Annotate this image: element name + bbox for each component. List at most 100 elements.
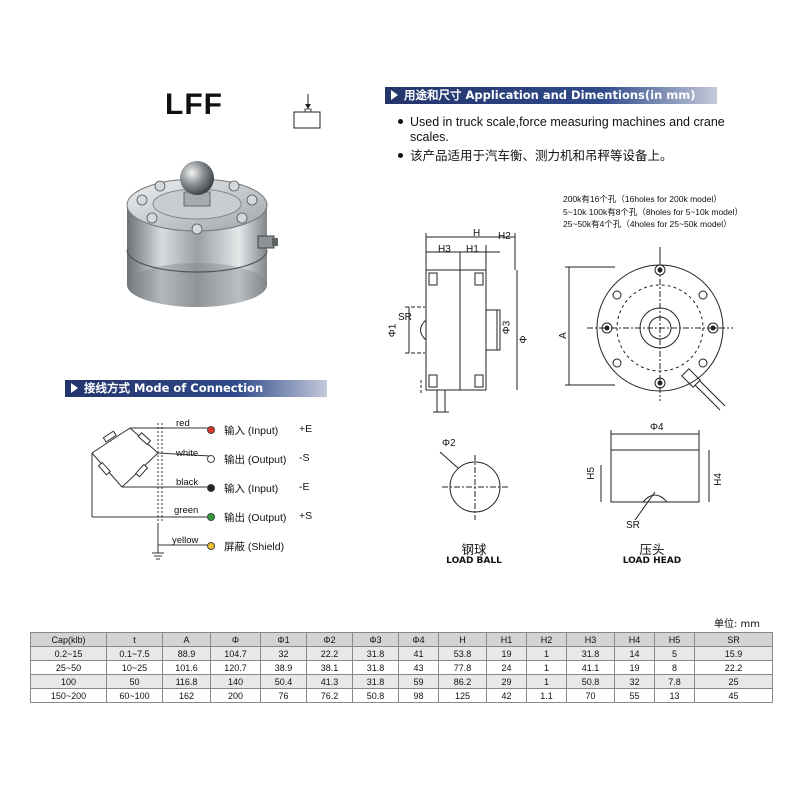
- connection-signal-neg-e: -E: [299, 481, 310, 493]
- dim-phi3: Φ3: [501, 320, 513, 335]
- col-header-h4: H4: [614, 632, 655, 647]
- bullet-icon: [398, 119, 403, 124]
- table-cell: 50: [106, 674, 163, 689]
- load-ball-caption-en: LOAD BALL: [446, 556, 502, 566]
- pin-black-icon: [207, 484, 215, 492]
- connection-signal-pos-s: +S: [299, 510, 313, 522]
- table-cell: 77.8: [438, 660, 487, 675]
- table-cell: 162: [162, 688, 211, 703]
- table-cell: 8: [654, 660, 695, 675]
- table-cell: 76.2: [306, 688, 353, 703]
- pin-white-icon: [207, 455, 215, 463]
- dim-h3: H3: [438, 244, 451, 255]
- table-cell: 43: [398, 660, 439, 675]
- connection-signal-neg-s: -S: [299, 452, 310, 464]
- table-cell: 59: [398, 674, 439, 689]
- load-head-caption-en: LOAD HEAD: [622, 556, 682, 566]
- table-cell: 0.1~7.5: [106, 646, 163, 661]
- col-header-cap: Cap(klb): [30, 632, 107, 647]
- col-header-t: t: [106, 632, 163, 647]
- connection-label-input-pos: 输入 (Input): [224, 425, 279, 437]
- dim-h4: H4: [712, 473, 724, 486]
- col-header-phi2: Φ2: [306, 632, 353, 647]
- col-header-phi4: Φ4: [398, 632, 439, 647]
- table-cell: 53.8: [438, 646, 487, 661]
- hole-note-200k: 200k有16个孔（16holes for 200k model）: [563, 194, 722, 204]
- application-section-header: 用途和尺寸 Application and Dimentions(in mm): [385, 87, 717, 104]
- table-cell: 100: [30, 674, 107, 689]
- table-cell: 41.3: [306, 674, 353, 689]
- hole-note-25-50k: 25~50k有4个孔（4holes for 25~50k model）: [563, 219, 732, 229]
- wire-color-white: white: [176, 448, 199, 459]
- application-item-cn: 该产品适用于汽车衡、测力机和吊秤等设备上。: [398, 149, 673, 164]
- table-cell: 60~100: [106, 688, 163, 703]
- table-cell: 31.8: [352, 646, 399, 661]
- connection-signal-pos-e: +E: [299, 423, 313, 435]
- table-cell: 1.1: [526, 688, 567, 703]
- dim-phi4: Φ4: [650, 422, 664, 433]
- table-cell: 41: [398, 646, 439, 661]
- wire-color-black: black: [176, 477, 199, 488]
- dim-phi2: Φ2: [442, 438, 456, 449]
- col-header-h1: H1: [486, 632, 527, 647]
- table-cell: 55: [614, 688, 655, 703]
- dim-phi: Φ: [518, 335, 530, 344]
- application-item-en-cont: scales.: [410, 130, 449, 144]
- table-cell: 10~25: [106, 660, 163, 675]
- wire-color-green: green: [174, 505, 199, 516]
- load-ball-drawing: [439, 451, 508, 520]
- table-cell: 101.6: [162, 660, 211, 675]
- application-section-title: 用途和尺寸 Application and Dimentions(in mm): [404, 88, 696, 102]
- bullet-icon: [398, 153, 403, 158]
- table-cell: 38.9: [260, 660, 307, 675]
- table-cell: 22.2: [306, 646, 353, 661]
- table-cell: 22.2: [694, 660, 773, 675]
- table-cell: 31.8: [352, 674, 399, 689]
- table-cell: 0.2~15: [30, 646, 107, 661]
- table-cell: 45: [694, 688, 773, 703]
- table-row: 150~200 60~100 162 200 76 76.2 50.8 98 1…: [30, 688, 773, 703]
- col-header-h2: H2: [526, 632, 567, 647]
- table-cell: 120.7: [210, 660, 261, 675]
- top-view-drawing: [565, 247, 733, 411]
- load-head-caption-cn: 压头: [639, 542, 665, 557]
- unit-label: 单位: mm: [714, 619, 761, 630]
- table-cell: 1: [526, 660, 567, 675]
- table-cell: 50.8: [566, 674, 615, 689]
- table-cell: 14: [614, 646, 655, 661]
- dim-a: A: [557, 332, 569, 339]
- table-cell: 19: [486, 646, 527, 661]
- table-row: 25~50 10~25 101.6 120.7 38.9 38.1 31.8 4…: [30, 660, 773, 675]
- load-cell-photo: [126, 161, 278, 307]
- table-cell: 25: [694, 674, 773, 689]
- col-header-phi1: Φ1: [260, 632, 307, 647]
- table-cell: 41.1: [566, 660, 615, 675]
- load-head-drawing: [600, 430, 710, 521]
- table-header-row: Cap(klb) t A Φ Φ1 Φ2 Φ3 Φ4 H H1 H2 H3 H4…: [30, 632, 773, 647]
- col-header-h: H: [438, 632, 487, 647]
- table-cell: 88.9: [162, 646, 211, 661]
- table-cell: 1: [526, 674, 567, 689]
- bridge-wiring-diagram: [91, 423, 211, 560]
- dim-sr-side: SR: [398, 312, 412, 323]
- side-view-drawing: [405, 233, 518, 413]
- connection-section-title: 接线方式 Mode of Connection: [84, 381, 264, 395]
- dim-h5: H5: [585, 467, 597, 480]
- connection-label-input-neg: 输入 (Input): [224, 483, 279, 495]
- table-cell: 25~50: [30, 660, 107, 675]
- table-cell: 50.4: [260, 674, 307, 689]
- col-header-h3: H3: [566, 632, 615, 647]
- pin-red-icon: [207, 426, 215, 434]
- table-cell: 13: [654, 688, 695, 703]
- table-cell: 200: [210, 688, 261, 703]
- wire-color-red: red: [176, 418, 190, 429]
- pin-green-icon: [207, 513, 215, 521]
- col-header-h5: H5: [654, 632, 695, 647]
- table-cell: 42: [486, 688, 527, 703]
- table-cell: 50.8: [352, 688, 399, 703]
- arrow-icon: [391, 90, 398, 100]
- table-cell: 116.8: [162, 674, 211, 689]
- application-item-en: Used in truck scale,force measuring mach…: [398, 115, 725, 130]
- spec-table: Cap(klb) t A Φ Φ1 Φ2 Φ3 Φ4 H H1 H2 H3 H4…: [30, 632, 773, 703]
- hole-note-5-10k: 5~10k 100k有8个孔（8holes for 5~10k model）: [563, 207, 744, 217]
